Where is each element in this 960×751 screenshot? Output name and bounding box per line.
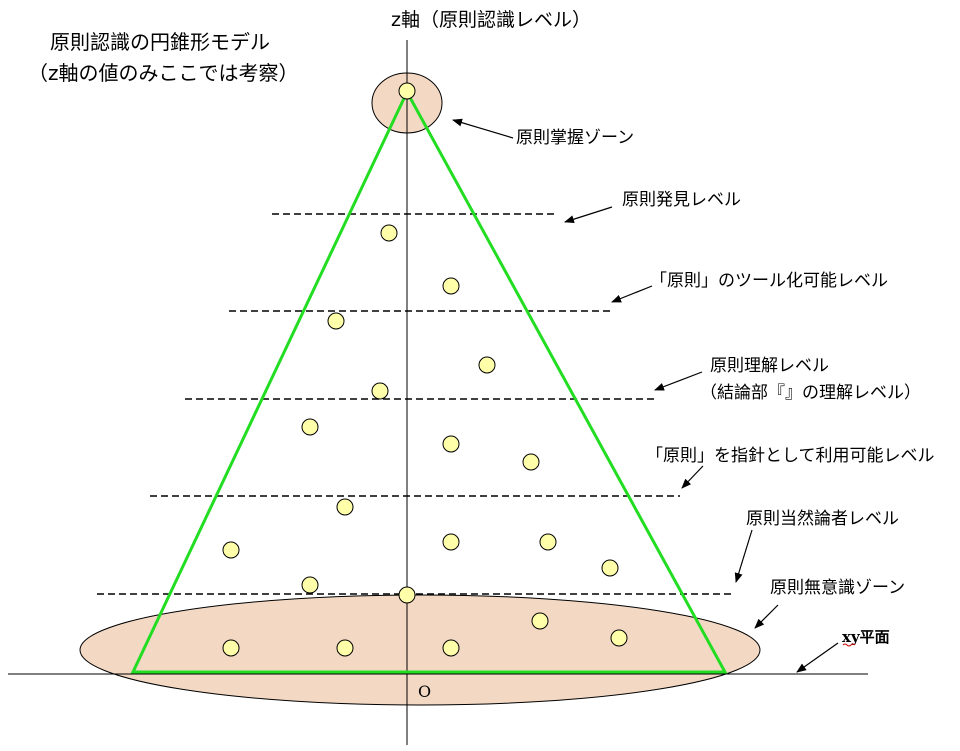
callout-arrows	[452, 118, 839, 673]
arrow-tool	[611, 285, 653, 303]
level-label-understanding-sub: （結論部『』の理解レベル）	[700, 383, 921, 403]
point	[539, 533, 557, 551]
point	[327, 312, 345, 330]
origin-label: O	[418, 682, 431, 701]
point	[442, 277, 460, 295]
z-axis-label: z軸（原則認識レベル）	[391, 9, 591, 31]
arrow-mastery	[452, 118, 514, 139]
level-lines	[97, 213, 735, 595]
level-label-discovery: 原則発見レベル	[622, 190, 741, 210]
point	[522, 453, 540, 471]
point	[336, 639, 354, 657]
sample-points	[222, 82, 628, 657]
cone-outline	[130, 88, 728, 674]
xy-plane-label: xy平面	[842, 628, 890, 646]
level-label-mastery: 原則掌握ゾーン	[516, 128, 634, 148]
level-label-natural: 原則当然論者レベル	[746, 509, 899, 529]
point	[222, 639, 240, 657]
diagram-title-line1: 原則認識の円錐形モデル	[50, 30, 270, 54]
arrow-natural	[734, 529, 753, 583]
point	[478, 356, 496, 374]
level-label-guideline: 「原則」を指針として利用可能レベル	[646, 446, 935, 466]
point	[301, 418, 319, 436]
level-label-tool: 「原則」のツール化可能レベル	[650, 271, 888, 291]
point	[222, 541, 240, 559]
point	[601, 559, 619, 577]
diagram-title-line2: （z軸の値のみここでは考察）	[28, 61, 299, 85]
level-label-understanding: 原則理解レベル	[710, 356, 829, 376]
point	[398, 586, 416, 604]
point	[380, 224, 398, 242]
point	[610, 629, 628, 647]
arrow-guideline	[681, 465, 704, 489]
point	[442, 533, 460, 551]
arrow-unconscious	[754, 604, 779, 629]
point	[442, 639, 460, 657]
level-label-unconscious: 原則無意識ゾーン	[770, 578, 905, 598]
point	[531, 612, 549, 630]
arrow-plane	[796, 642, 839, 673]
arrow-understanding	[654, 371, 703, 391]
point	[442, 435, 460, 453]
point	[371, 382, 389, 400]
xy-plane-squiggle	[842, 643, 856, 647]
point	[301, 576, 319, 594]
point	[398, 82, 416, 100]
point	[336, 498, 354, 516]
arrow-discovery	[564, 206, 613, 224]
unconscious-zone-ellipse	[79, 594, 761, 706]
